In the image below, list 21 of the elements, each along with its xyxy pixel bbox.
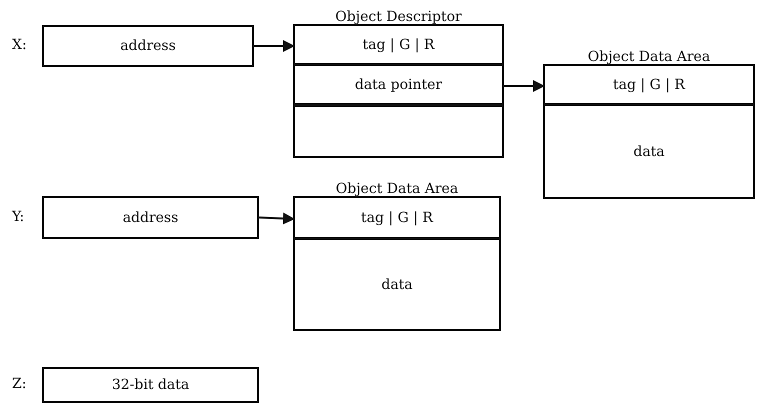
arrow — [258, 212, 296, 224]
memory-word-box — [42, 25, 254, 67]
arrow — [254, 40, 295, 52]
variable-name: Y: — [12, 208, 24, 224]
field-label: address — [120, 38, 176, 54]
variable-name: X: — [12, 37, 27, 53]
record-title: Object Data Area — [588, 49, 710, 65]
field-label: tag | G | R — [361, 210, 433, 226]
memory-word-box — [42, 196, 259, 239]
record-title: Object Data Area — [336, 181, 458, 197]
variable-name: Z: — [12, 376, 26, 392]
field-label: tag | G | R — [362, 36, 434, 52]
field-label: tag | G | R — [613, 76, 685, 92]
field-label: data — [381, 276, 413, 292]
field-label: data pointer — [354, 76, 442, 92]
memory-word-box — [42, 367, 259, 403]
record-title: Object Descriptor — [335, 9, 462, 25]
field-label: address — [122, 210, 178, 226]
field-label: 32-bit data — [112, 377, 190, 393]
field-label: data — [633, 144, 665, 160]
arrow — [502, 80, 545, 92]
